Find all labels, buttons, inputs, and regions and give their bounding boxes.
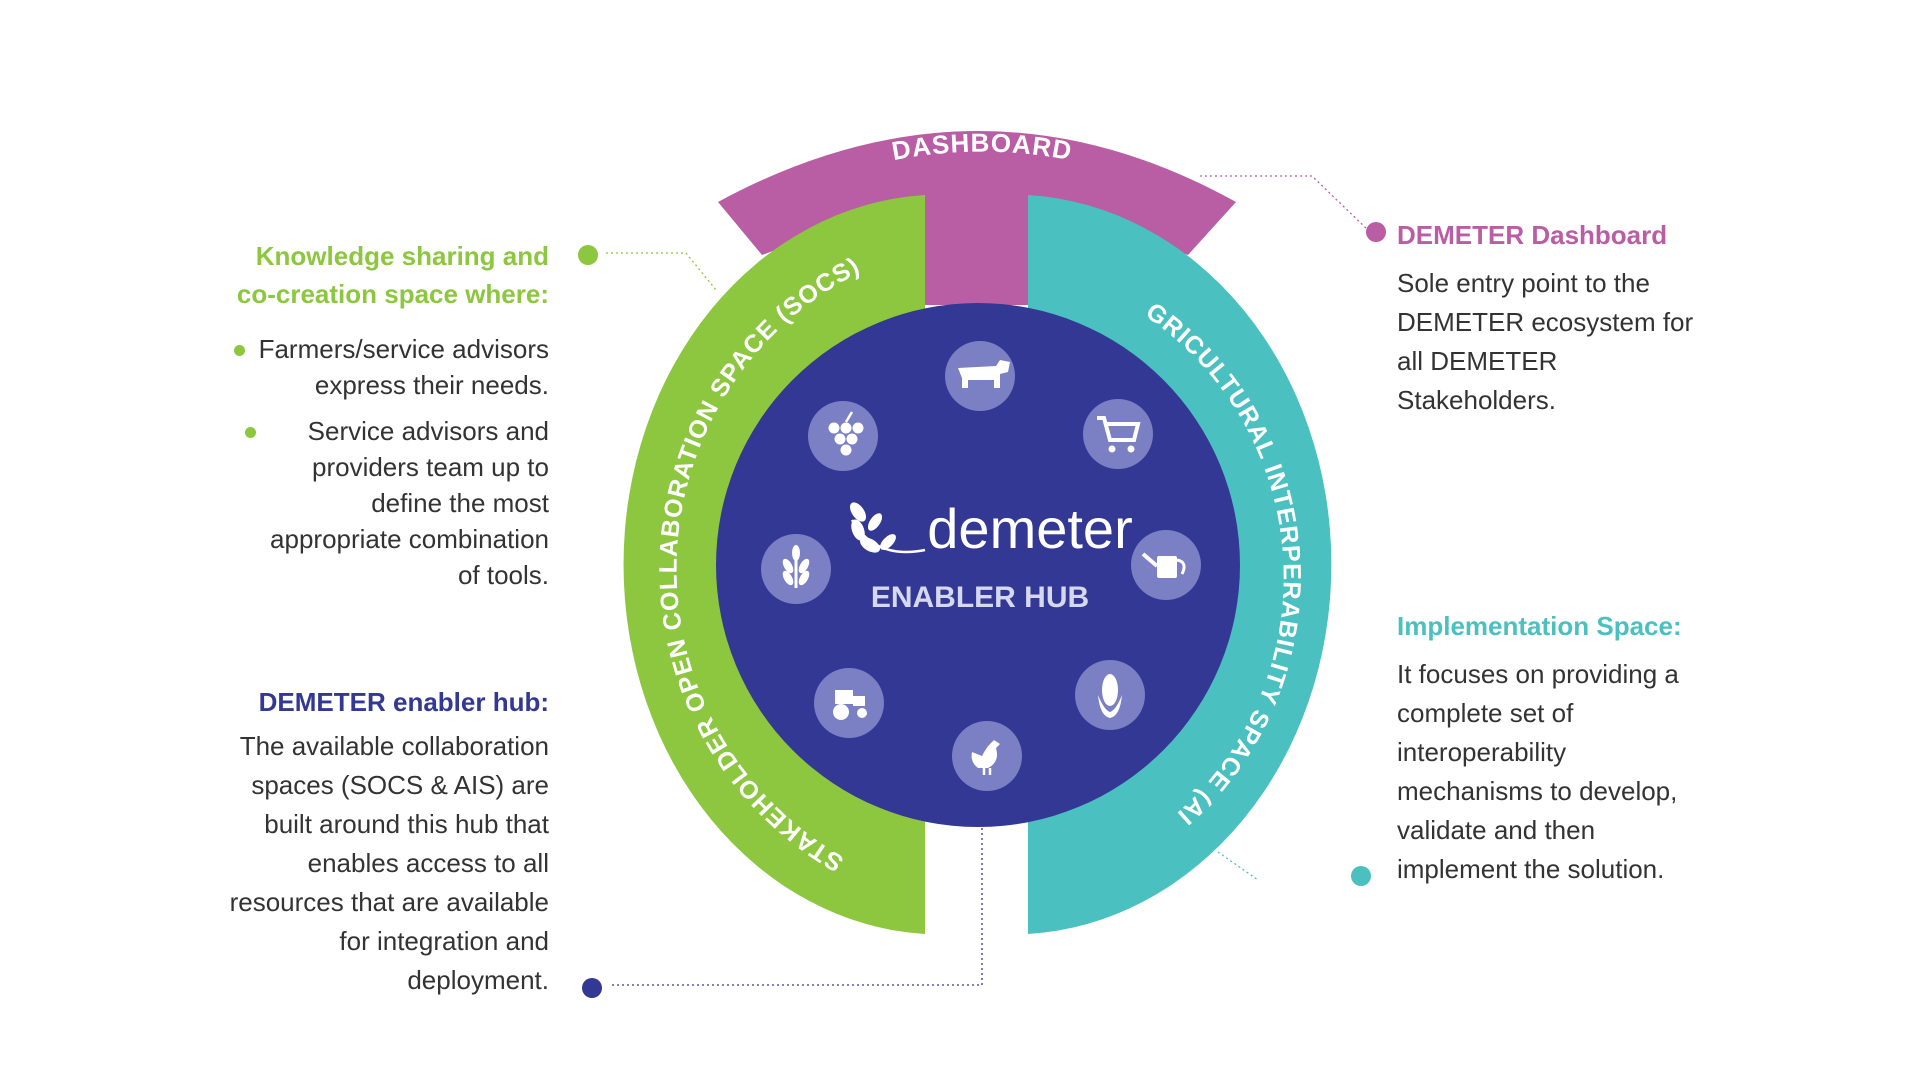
demeter-logo: demeter ENABLER HUB [850, 497, 1133, 614]
knowledge-connector [606, 252, 717, 291]
dashboard-info-panel: DEMETER Dashboard Sole entry point to th… [1397, 216, 1777, 420]
implementation-line-1: It focuses on providing a [1397, 659, 1679, 689]
bullet-1-line-2: express their needs. [314, 370, 549, 400]
implementation-line-2: complete set of [1397, 698, 1574, 728]
enabler-line-6: for integration and [339, 926, 549, 956]
logo-text: demeter [927, 497, 1132, 560]
enabler-hub-panel: DEMETER enabler hub: The available colla… [189, 683, 549, 1000]
knowledge-title-line1: Knowledge sharing and [255, 241, 549, 271]
enabler-line-1: The available collaboration [239, 731, 549, 761]
bullet-text: Farmers/service advisors express their n… [259, 331, 549, 403]
chicken-icon [952, 721, 1022, 791]
tractor-icon [814, 668, 884, 738]
dashboard-line-4: Stakeholders. [1397, 385, 1556, 415]
grapes-icon [808, 401, 878, 471]
cow-icon [945, 341, 1015, 411]
implementation-line-4: mechanisms to develop, [1397, 776, 1678, 806]
enabler-connector [612, 828, 983, 986]
knowledge-title-line2: co-creation space where: [236, 279, 549, 309]
dashboard-arc[interactable] [718, 131, 1236, 305]
implementation-marker-dot [1351, 866, 1371, 886]
enabler-marker-dot [582, 978, 602, 998]
implementation-line-3: interoperability [1397, 737, 1567, 767]
enabler-line-2: spaces (SOCS & AIS) are [251, 770, 549, 800]
knowledge-marker-dot [578, 245, 598, 265]
enabler-title: DEMETER enabler hub: [258, 687, 549, 717]
knowledge-sharing-panel: Knowledge sharing and co-creation space … [189, 237, 549, 593]
dashboard-line-2: DEMETER ecosystem for [1397, 307, 1694, 337]
knowledge-bullet-2: Service advisors and providers team up t… [189, 413, 549, 593]
implementation-panel: Implementation Space: It focuses on prov… [1397, 607, 1777, 889]
hub-subtitle: ENABLER HUB [871, 581, 1089, 614]
bullet-2-line-5: of tools. [457, 560, 549, 590]
bullet-2-line-2: providers team up to [311, 452, 549, 482]
bullet-1-line-1: Farmers/service advisors [258, 334, 549, 364]
bullet-dot [233, 345, 245, 356]
enabler-line-3: built around this hub that [264, 809, 549, 839]
enabler-line-5: resources that are available [229, 887, 549, 917]
dashboard-line-3: all DEMETER [1397, 346, 1558, 376]
dashboard-connector [1200, 175, 1369, 231]
implementation-connector [1217, 851, 1259, 881]
bullet-2-line-3: define the most [371, 488, 549, 518]
wheat-icon [761, 534, 831, 604]
bullet-text: Service advisors and providers team up t… [270, 413, 549, 593]
leaf-branch-icon [850, 502, 926, 554]
dashboard-line-1: Sole entry point to the [1397, 268, 1650, 298]
corn-icon [1075, 660, 1145, 730]
shopping-cart-icon [1083, 399, 1153, 469]
implementation-line-5: validate and then [1397, 815, 1596, 845]
connector-lines [606, 175, 1369, 986]
implementation-line-6: implement the solution. [1397, 854, 1665, 884]
implementation-title: Implementation Space: [1397, 611, 1682, 641]
enabler-line-4: enables access to all [307, 848, 549, 878]
enabler-line-7: deployment. [407, 965, 549, 995]
knowledge-bullet-1: Farmers/service advisors express their n… [189, 331, 549, 403]
watering-can-icon [1131, 530, 1201, 600]
dashboard-marker-dot [1366, 222, 1386, 242]
bullet-dot [245, 427, 257, 438]
dashboard-info-title: DEMETER Dashboard [1397, 220, 1668, 250]
bullet-2-line-1: Service advisors and [307, 416, 549, 446]
bullet-2-line-4: appropriate combination [270, 524, 549, 554]
